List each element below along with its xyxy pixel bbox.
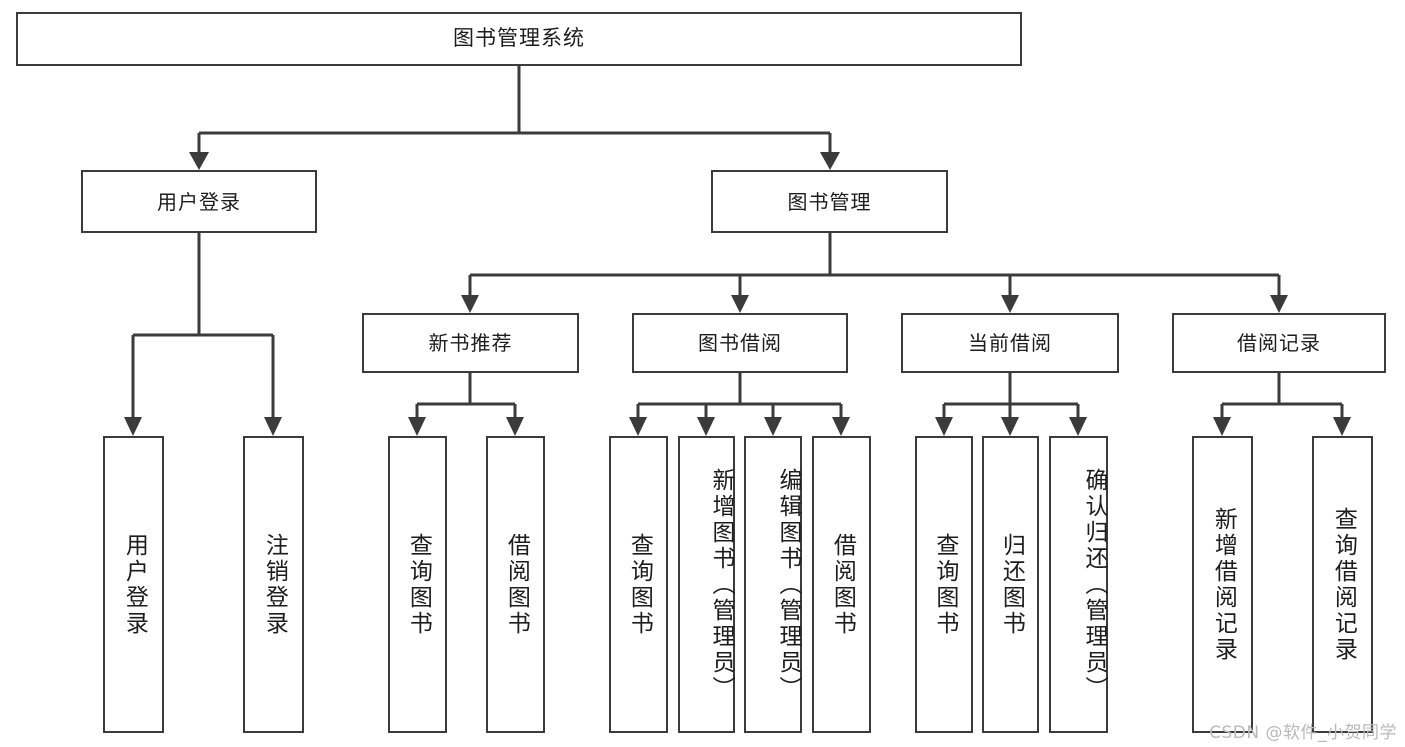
node-label: 注销登录 <box>261 532 288 637</box>
node-label: 确认归还（管理员） <box>1081 467 1107 702</box>
leaf-user-login[interactable]: 用户登录 <box>103 436 164 733</box>
node-current-borrow[interactable]: 当前借阅 <box>901 313 1119 373</box>
node-label: 查询图书 <box>405 532 432 637</box>
node-label: 借阅图书 <box>503 532 530 637</box>
leaf-query-book-current[interactable]: 查询图书 <box>915 436 973 733</box>
leaf-return-book[interactable]: 归还图书 <box>982 436 1039 733</box>
watermark: CSDN @软件_小贺同学 <box>1209 723 1397 743</box>
leaf-query-book-borrow[interactable]: 查询图书 <box>609 436 668 733</box>
leaf-add-book-admin[interactable]: 新增图书（管理员） <box>678 436 735 733</box>
node-label: 新增借阅记录 <box>1210 506 1237 663</box>
node-borrow-record[interactable]: 借阅记录 <box>1172 313 1386 373</box>
leaf-edit-book-admin[interactable]: 编辑图书（管理员） <box>744 436 802 733</box>
node-label: 图书管理系统 <box>453 26 585 51</box>
leaf-borrow-book[interactable]: 借阅图书 <box>812 436 871 733</box>
node-label: 用户登录 <box>157 189 241 214</box>
node-new-book-recommend[interactable]: 新书推荐 <box>362 313 579 373</box>
leaf-query-borrow-record[interactable]: 查询借阅记录 <box>1312 436 1373 733</box>
node-user-login[interactable]: 用户登录 <box>81 170 317 233</box>
node-label: 新书推荐 <box>428 331 513 355</box>
node-label: 图书借阅 <box>698 331 782 355</box>
node-root-system[interactable]: 图书管理系统 <box>16 12 1022 66</box>
node-label: 图书管理 <box>787 189 872 214</box>
node-label: 查询图书 <box>626 532 653 637</box>
node-label: 借阅图书 <box>829 532 856 637</box>
leaf-borrow-book-recommend[interactable]: 借阅图书 <box>486 436 545 733</box>
node-book-borrow[interactable]: 图书借阅 <box>632 313 848 373</box>
node-label: 新增图书（管理员） <box>708 467 734 702</box>
leaf-query-book-recommend[interactable]: 查询图书 <box>388 436 447 733</box>
node-label: 借阅记录 <box>1237 331 1321 355</box>
leaf-confirm-return-admin[interactable]: 确认归还（管理员） <box>1049 436 1108 733</box>
node-label: 查询借阅记录 <box>1330 506 1357 663</box>
node-label: 用户登录 <box>121 532 148 637</box>
node-label: 当前借阅 <box>968 331 1052 355</box>
node-label: 编辑图书（管理员） <box>775 467 801 702</box>
leaf-logout[interactable]: 注销登录 <box>243 436 304 733</box>
leaf-add-borrow-record[interactable]: 新增借阅记录 <box>1192 436 1253 733</box>
node-book-management[interactable]: 图书管理 <box>711 170 948 233</box>
node-label: 查询图书 <box>931 532 958 637</box>
node-label: 归还图书 <box>998 532 1025 637</box>
